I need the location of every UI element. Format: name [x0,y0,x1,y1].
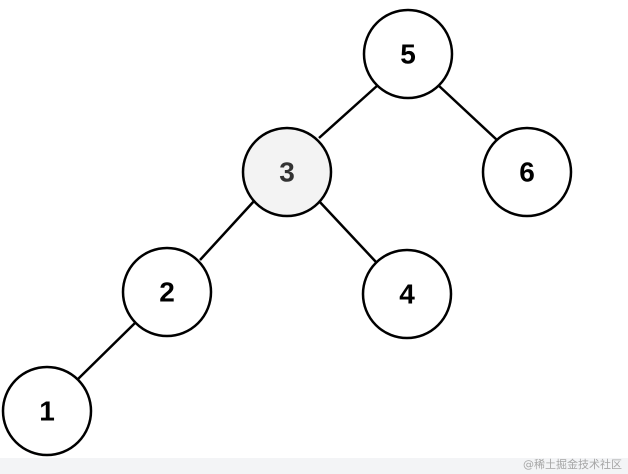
node-label: 4 [399,279,415,310]
node-label: 3 [279,157,295,188]
tree-node-5: 5 [362,8,454,100]
node-circle [361,248,453,340]
node-circle [481,126,573,218]
node-label: 5 [400,39,416,70]
watermark-text: @稀土掘金技术社区 [523,458,622,471]
edge-2-1 [76,321,137,381]
tree-node-2: 2 [121,246,213,338]
tree-node-4: 4 [361,248,453,340]
node-circle [362,8,454,100]
node-circle-highlighted [241,126,333,218]
edge-5-6 [437,84,498,141]
node-label: 1 [39,396,55,427]
node-circle [1,365,93,457]
bottom-bar [0,458,628,474]
tree-node-1: 1 [1,365,93,457]
node-label: 2 [159,277,175,308]
tree-node-6: 6 [481,126,573,218]
node-label: 6 [519,157,535,188]
edge-5-3 [318,84,379,139]
tree-node-3: 3 [241,126,333,218]
edge-3-2 [199,199,256,261]
edge-3-4 [317,199,377,263]
node-circle [121,246,213,338]
